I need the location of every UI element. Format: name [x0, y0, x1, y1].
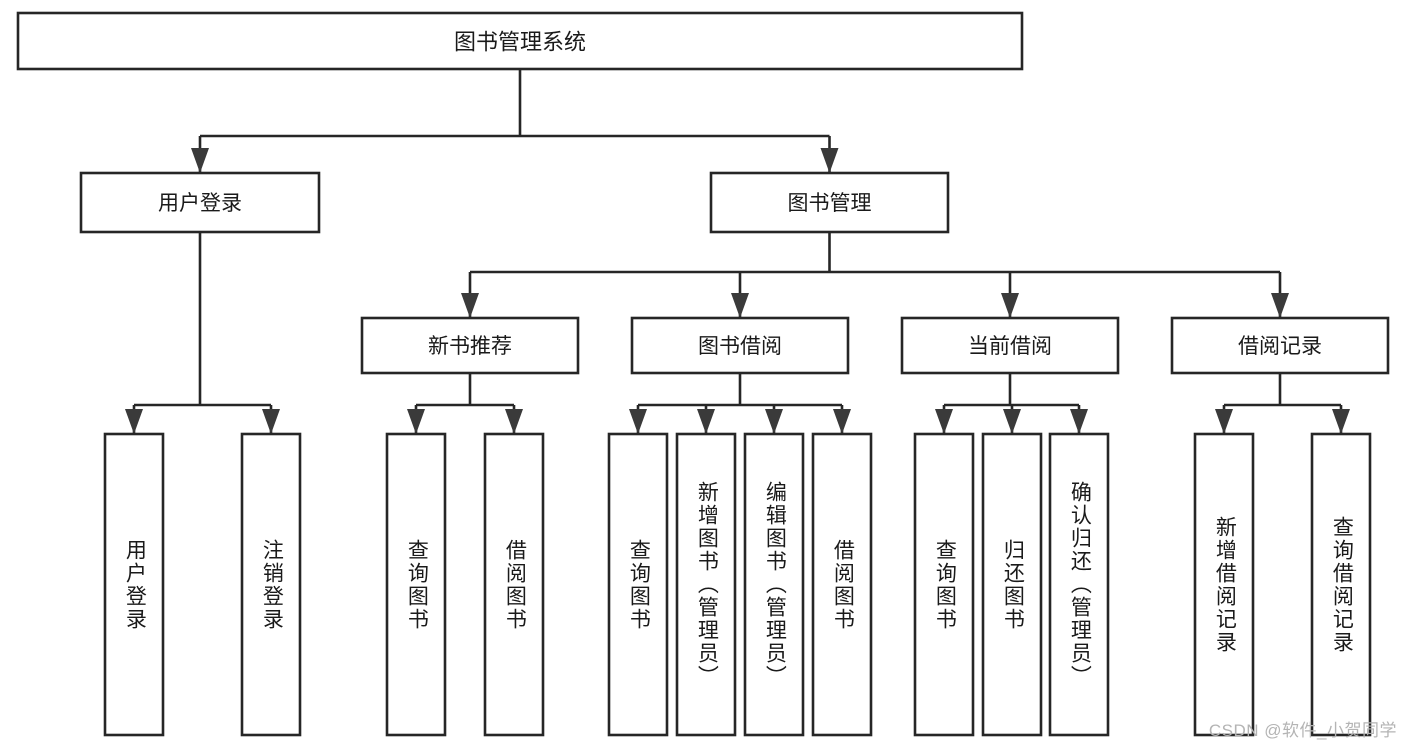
node-box-current-borrow[interactable] [900, 316, 1120, 375]
node-box-borrow-borrow-book[interactable] [811, 432, 873, 737]
arrow-head-icon-recommend-query-book [407, 409, 425, 434]
node-label-root: 图书管理系统 [454, 30, 586, 55]
arrow-head-icon-borrow-borrow-book [833, 409, 851, 434]
arrow-head-icon-current-confirm-ret [1070, 409, 1088, 434]
arrow-head-icon-record-query [1332, 409, 1350, 434]
node-label-book-management: 图书管理 [788, 192, 872, 215]
node-box-borrow-records[interactable] [1170, 316, 1390, 375]
node-box-borrow-edit-book[interactable] [743, 432, 805, 737]
node-box-record-query[interactable] [1310, 432, 1372, 737]
arrow-head-icon-current-return-book [1003, 409, 1021, 434]
arrow-head-icon-borrow-edit-book [765, 409, 783, 434]
node-box-do-login[interactable] [103, 432, 165, 737]
node-box-root[interactable] [16, 11, 1024, 71]
watermark-text: CSDN @软件_小贺同学 [1208, 721, 1397, 740]
node-box-current-query-book[interactable] [913, 432, 975, 737]
arrow-head-icon-record-add [1215, 409, 1233, 434]
node-box-borrow-query-book[interactable] [607, 432, 669, 737]
arrow-head-icon-recommend-borrow-book [505, 409, 523, 434]
arrow-head-icon-user-login [191, 148, 209, 173]
node-box-current-confirm-ret[interactable] [1048, 432, 1110, 737]
node-box-do-logout[interactable] [240, 432, 302, 737]
node-box-recommend-borrow-book[interactable] [483, 432, 545, 737]
node-label-user-login: 用户登录 [158, 192, 242, 215]
node-box-user-login[interactable] [79, 171, 321, 234]
connectors-layer [125, 69, 1350, 434]
arrow-head-icon-do-login [125, 409, 143, 434]
arrow-head-icon-book-borrow [731, 293, 749, 318]
arrow-head-icon-do-logout [262, 409, 280, 434]
arrow-head-icon-current-query-book [935, 409, 953, 434]
node-label-borrow-records: 借阅记录 [1238, 335, 1322, 358]
arrow-head-icon-new-book-recommend [461, 293, 479, 318]
node-box-borrow-add-book[interactable] [675, 432, 737, 737]
node-label-new-book-recommend: 新书推荐 [428, 335, 512, 358]
node-label-book-borrow: 图书借阅 [698, 335, 782, 358]
node-box-record-add[interactable] [1193, 432, 1255, 737]
node-box-book-management[interactable] [709, 171, 950, 234]
node-label-current-borrow: 当前借阅 [968, 335, 1052, 358]
arrow-head-icon-borrow-records [1271, 293, 1289, 318]
arrow-head-icon-borrow-add-book [697, 409, 715, 434]
arrow-head-icon-book-management [820, 148, 839, 173]
boxes-layer [16, 11, 1390, 737]
node-box-new-book-recommend[interactable] [360, 316, 580, 375]
arrow-head-icon-borrow-query-book [629, 409, 647, 434]
node-box-recommend-query-book[interactable] [385, 432, 447, 737]
node-box-current-return-book[interactable] [981, 432, 1043, 737]
arrow-head-icon-current-borrow [1001, 293, 1019, 318]
node-box-book-borrow[interactable] [630, 316, 850, 375]
